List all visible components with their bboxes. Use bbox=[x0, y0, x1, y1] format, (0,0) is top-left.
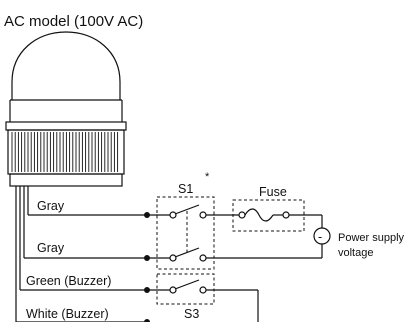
switch-contact bbox=[169, 211, 177, 219]
fuse-terminal bbox=[238, 211, 246, 219]
switch-blade bbox=[174, 204, 200, 215]
switch-blade bbox=[174, 279, 200, 290]
lamp-dome bbox=[11, 31, 121, 100]
switch-s3-label: S3 bbox=[184, 307, 199, 321]
diagram-title: AC model (100V AC) bbox=[4, 13, 143, 30]
fuse-label: Fuse bbox=[259, 185, 287, 199]
junction-dot bbox=[144, 319, 150, 322]
lamp-collar bbox=[5, 121, 127, 131]
switch-blade bbox=[174, 247, 200, 258]
power-supply-sign: - bbox=[318, 230, 322, 244]
note-asterisk: * bbox=[205, 171, 210, 183]
power-supply-label-line2: voltage bbox=[338, 247, 373, 259]
switch-contact bbox=[199, 254, 207, 262]
switch-contact bbox=[169, 254, 177, 262]
fuse-terminal bbox=[282, 211, 290, 219]
switch-contact bbox=[199, 286, 207, 294]
switch-contact bbox=[169, 286, 177, 294]
lamp-body bbox=[7, 129, 125, 175]
label-white: White (Buzzer) bbox=[26, 307, 109, 321]
label-gray-1: Gray bbox=[37, 199, 65, 213]
switch-s1-box bbox=[156, 196, 215, 270]
lamp-ribs bbox=[11, 132, 119, 172]
switch-s1-label: S1 bbox=[178, 182, 193, 196]
fuse-element bbox=[244, 208, 274, 222]
switch-contact bbox=[199, 211, 207, 219]
switch-s3-box bbox=[156, 273, 215, 305]
label-green: Green (Buzzer) bbox=[26, 274, 111, 288]
power-supply-label-line1: Power supply bbox=[338, 232, 405, 244]
label-gray-2: Gray bbox=[37, 241, 65, 255]
lamp-bottom bbox=[9, 173, 123, 187]
